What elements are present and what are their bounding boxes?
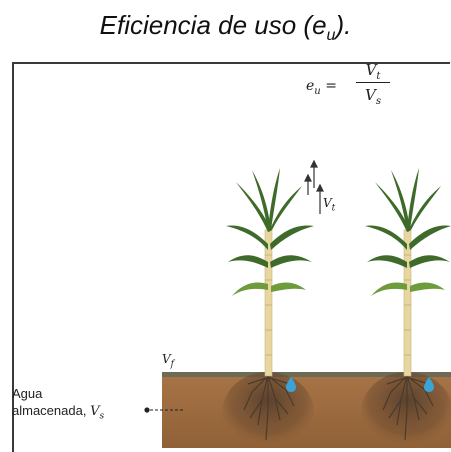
diagram-frame [12,62,450,452]
diagram-title: Eficiencia de uso (eu). [0,10,451,45]
water-drop-icon [286,377,296,392]
soil-surface [162,372,451,377]
fraction-bar [356,82,390,83]
title-text: Eficiencia de uso (e [99,10,327,40]
equation-denominator: Vs [365,86,381,107]
equation-fraction: Vt Vs [356,60,390,107]
stored-water-marker [144,407,150,413]
title-close: ). [335,10,352,40]
stored-water-line2: almacenada, [12,403,91,418]
equation-numerator: Vt [365,61,381,82]
sugarcane-plant-icon [365,168,451,377]
transpiration-label: Vt [323,196,336,214]
sugarcane-plant-icon [226,168,314,377]
title-subscript: u [326,27,336,45]
stored-water-label: Agua almacenada, Vs [12,385,104,426]
water-drop-icon [424,377,434,392]
root-system-icon [243,374,295,441]
infiltration-label: Vf [162,352,175,370]
stored-water-line1: Agua [12,386,43,401]
upward-arrows-icon [304,159,324,214]
stored-water-var: Vs [90,404,105,422]
equation-lhs: eu = [306,78,337,97]
